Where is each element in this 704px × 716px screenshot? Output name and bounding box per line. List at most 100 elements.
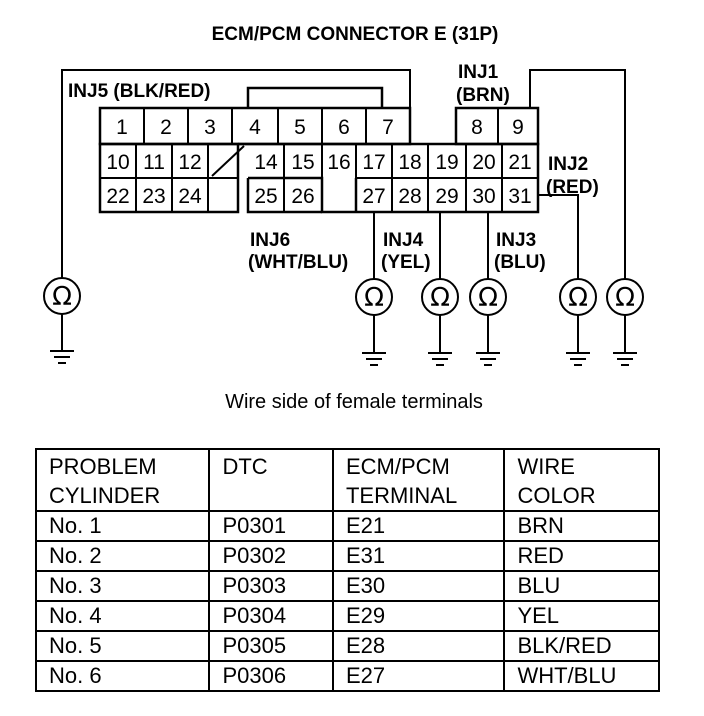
pin-label: 30 xyxy=(472,185,495,208)
pin-label: 3 xyxy=(204,116,216,139)
cell-dtc: P0304 xyxy=(208,600,334,632)
pin-label: 6 xyxy=(338,116,350,139)
table-row: No. 3 P0303 E30 BLU xyxy=(34,570,660,602)
pin-label: 4 xyxy=(249,116,261,139)
ground-icon xyxy=(613,352,637,366)
misfire-table: PROBLEM CYLINDER DTC ECM/PCM TERMINAL WI… xyxy=(34,448,660,692)
ground-icon xyxy=(428,352,452,366)
pin-label: 18 xyxy=(398,151,421,174)
table-row: No. 5 P0305 E28 BLK/RED xyxy=(34,630,660,662)
ohmmeter-icon: Ω xyxy=(355,278,393,316)
cell-cylinder: No. 1 xyxy=(34,510,211,542)
pin-label: 5 xyxy=(294,116,306,139)
pin-label: 9 xyxy=(512,116,524,139)
ohmmeter-icon: Ω xyxy=(421,278,459,316)
pin-label: 1 xyxy=(116,116,128,139)
cell-terminal: E31 xyxy=(331,540,506,572)
cell-wire-color: BLU xyxy=(503,570,660,602)
svg-text:Ω: Ω xyxy=(430,283,450,313)
cell-terminal: E27 xyxy=(331,660,506,692)
pin-label: 29 xyxy=(435,185,458,208)
ground-icon xyxy=(566,352,590,366)
svg-text:Ω: Ω xyxy=(615,283,635,313)
inj3-color: (BLU) xyxy=(494,252,546,273)
cell-wire-color: BRN xyxy=(503,510,660,542)
cell-wire-color: WHT/BLU xyxy=(503,660,660,692)
inj4-label: INJ4 xyxy=(383,230,424,251)
pins-row-3: 22 23 24 25 26 27 28 29 30 31 xyxy=(106,185,531,208)
pin-label: 31 xyxy=(508,185,531,208)
pin-label: 27 xyxy=(362,185,385,208)
pin-label: 23 xyxy=(142,185,165,208)
cell-wire-color: RED xyxy=(503,540,660,572)
wires xyxy=(61,69,626,352)
table-header-row: PROBLEM CYLINDER DTC ECM/PCM TERMINAL WI… xyxy=(34,448,660,512)
cell-wire-color: YEL xyxy=(503,600,660,632)
cell-terminal: E21 xyxy=(331,510,506,542)
pin-label: 25 xyxy=(254,185,277,208)
pin-label: 7 xyxy=(382,116,394,139)
pin-label: 28 xyxy=(398,185,421,208)
pin-label: 24 xyxy=(178,185,202,208)
table-row: No. 1 P0301 E21 BRN xyxy=(34,510,660,542)
svg-text:Ω: Ω xyxy=(364,283,384,313)
header-wire-color: WIRE COLOR xyxy=(503,448,660,512)
pin-label: 2 xyxy=(160,116,172,139)
pin-label: 17 xyxy=(362,151,385,174)
cell-dtc: P0306 xyxy=(208,660,334,692)
connector-diagram: ECM/PCM CONNECTOR E (31P) xyxy=(43,24,644,413)
svg-text:Ω: Ω xyxy=(478,283,498,313)
cell-dtc: P0305 xyxy=(208,630,334,662)
svg-text:Ω: Ω xyxy=(52,282,72,312)
cell-cylinder: No. 2 xyxy=(34,540,211,572)
svg-text:Ω: Ω xyxy=(568,283,588,313)
pin-label: 15 xyxy=(291,151,314,174)
inj4-color: (YEL) xyxy=(381,252,431,273)
ohmmeter-icon: Ω xyxy=(606,278,644,316)
pins-row-1: 1 2 3 4 5 6 7 8 9 xyxy=(116,116,524,139)
inj2-color: (RED) xyxy=(546,177,599,198)
diagram-title: ECM/PCM CONNECTOR E (31P) xyxy=(212,24,499,45)
pin-label: 26 xyxy=(291,185,314,208)
inj6-color: (WHT/BLU) xyxy=(248,252,348,273)
cell-cylinder: No. 6 xyxy=(34,660,211,692)
cell-cylinder: No. 4 xyxy=(34,600,211,632)
ohmmeter-icon: Ω xyxy=(43,277,81,315)
cell-dtc: P0303 xyxy=(208,570,334,602)
cell-terminal: E29 xyxy=(331,600,506,632)
pin-label: 14 xyxy=(254,151,278,174)
cell-cylinder: No. 5 xyxy=(34,630,211,662)
pin-label: 8 xyxy=(471,116,483,139)
connector-grid xyxy=(100,108,538,212)
inj2-label: INJ2 xyxy=(548,154,588,175)
pin-label: 10 xyxy=(106,151,129,174)
inj5-label: INJ5 (BLK/RED) xyxy=(68,81,211,102)
table-row: No. 6 P0306 E27 WHT/BLU xyxy=(34,660,660,692)
header-terminal: ECM/PCM TERMINAL xyxy=(331,448,506,512)
header-dtc: DTC xyxy=(208,448,334,512)
diagram-caption: Wire side of female terminals xyxy=(225,391,483,413)
pin-label: 22 xyxy=(106,185,129,208)
cell-terminal: E30 xyxy=(331,570,506,602)
ohmmeter-icon: Ω xyxy=(469,278,507,316)
pin-label: 11 xyxy=(143,151,165,174)
pin-label: 12 xyxy=(178,151,201,174)
table-row: No. 4 P0304 E29 YEL xyxy=(34,600,660,632)
pin-label: 21 xyxy=(508,151,531,174)
ohmmeter-icons: Ω Ω Ω Ω Ω Ω xyxy=(43,277,644,316)
pin-label: 16 xyxy=(327,151,350,174)
pin-label: 19 xyxy=(435,151,458,174)
inj1-color: (BRN) xyxy=(456,85,510,106)
inj3-label: INJ3 xyxy=(496,230,536,251)
table-row: No. 2 P0302 E31 RED xyxy=(34,540,660,572)
inj1-label: INJ1 xyxy=(458,62,499,83)
cell-terminal: E28 xyxy=(331,630,506,662)
cell-dtc: P0301 xyxy=(208,510,334,542)
inj6-label: INJ6 xyxy=(250,230,290,251)
ohmmeter-icon: Ω xyxy=(559,278,597,316)
ground-icon xyxy=(50,350,74,364)
ground-icon xyxy=(476,352,500,366)
cell-cylinder: No. 3 xyxy=(34,570,211,602)
cell-wire-color: BLK/RED xyxy=(503,630,660,662)
cell-dtc: P0302 xyxy=(208,540,334,572)
